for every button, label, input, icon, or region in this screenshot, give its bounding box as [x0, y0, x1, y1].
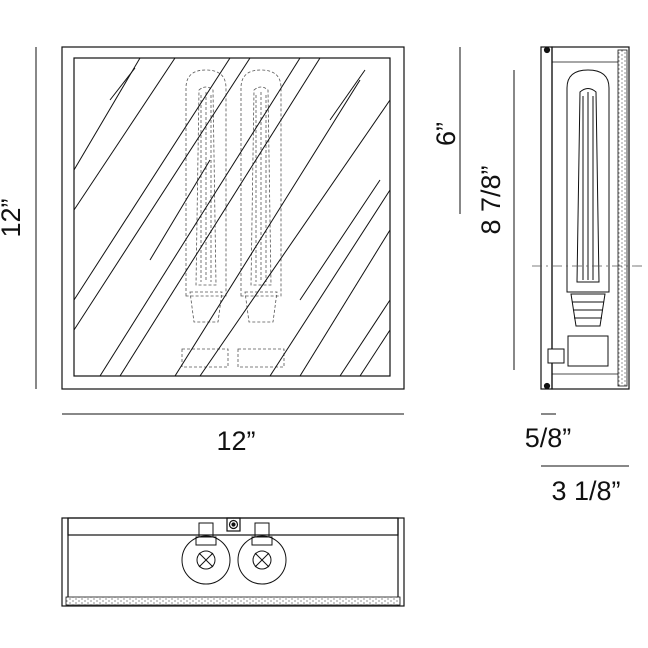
front-height-label: 12”	[0, 198, 26, 237]
side-view	[532, 46, 645, 390]
front-view	[61, 46, 405, 390]
front-width-label: 12”	[216, 426, 255, 456]
side-dimension-lines	[459, 47, 629, 467]
depth-label: 3 1/8”	[551, 476, 620, 506]
side-bottom-screw	[543, 382, 551, 390]
top-mount-screw	[228, 519, 239, 530]
side-glass-edge	[617, 49, 628, 387]
front-outer-frame	[61, 46, 405, 390]
side-housing	[551, 46, 630, 390]
side-height-label: 8 7/8”	[476, 165, 506, 234]
front-inner-frame	[73, 57, 391, 377]
top-socket-left	[181, 522, 231, 585]
top-glass-edge	[65, 596, 401, 606]
side-upper-label: 6”	[431, 122, 461, 146]
top-mount-plate	[226, 517, 241, 532]
hidden-bulb-left	[181, 69, 229, 368]
side-back-plate	[540, 46, 553, 390]
side-top-screw	[543, 46, 551, 54]
glass-reflection-lines	[74, 58, 390, 376]
top-view	[61, 517, 405, 607]
side-clip	[547, 348, 565, 364]
front-dimension-lines	[35, 47, 404, 415]
side-bulb	[547, 69, 610, 367]
hidden-bulb-right	[237, 69, 285, 368]
wall-offset-label: 5/8”	[525, 423, 572, 453]
top-socket-right	[237, 522, 287, 585]
